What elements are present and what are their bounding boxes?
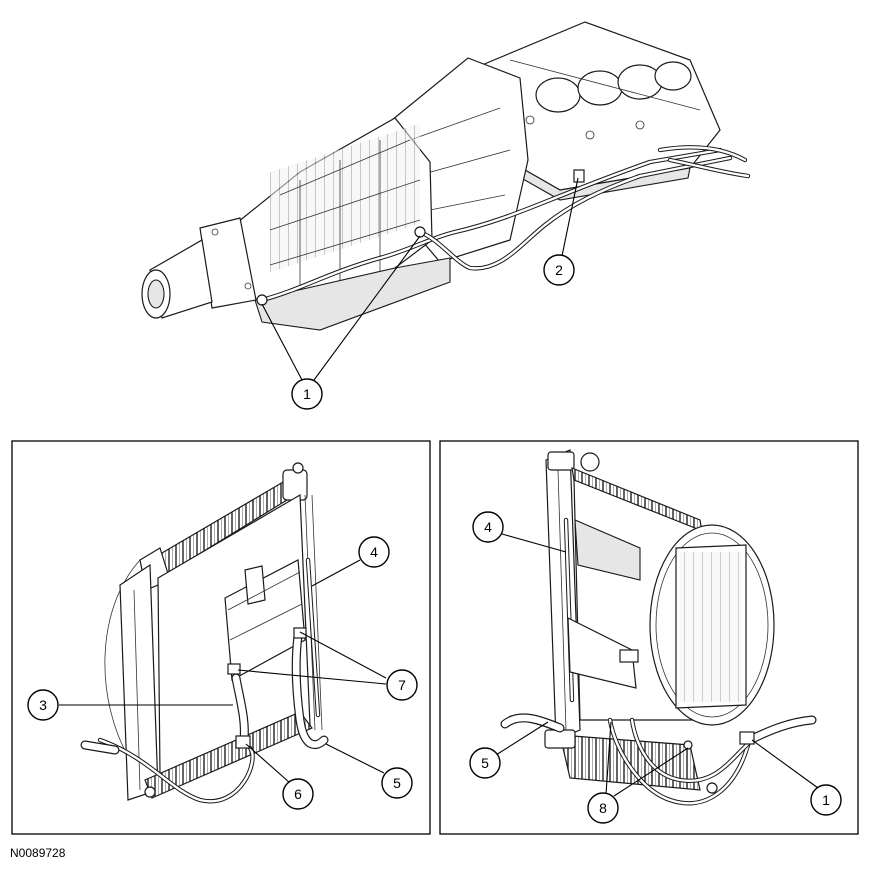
callout-circle (27, 689, 59, 721)
callout-circle (469, 747, 501, 779)
callout-right-8-group: 8 (587, 721, 689, 824)
callout-right-1-group: 1 (751, 739, 842, 816)
radiator-rear-view (500, 449, 817, 806)
leader-line (501, 533, 567, 553)
leader-line (311, 559, 361, 587)
transmission-assembly (141, 21, 751, 331)
transmission-oil-cooler (224, 559, 306, 681)
callout-right-4-group: 4 (472, 511, 567, 553)
transmission-case (237, 117, 433, 301)
callout-circle (282, 778, 314, 810)
right-detail-panel (439, 440, 859, 835)
transmission-cooler-tubes (256, 145, 751, 306)
callout-label: 5 (393, 775, 401, 791)
callout-label: 5 (481, 755, 489, 771)
leader-line (261, 303, 303, 381)
callout-circle (543, 254, 575, 286)
engine-block (469, 21, 721, 201)
callout-label: 1 (303, 386, 311, 402)
callout-label: 4 (484, 519, 492, 535)
leader-line (237, 669, 387, 685)
callout-circle (291, 378, 323, 410)
leader-line (751, 739, 819, 789)
leader-line (299, 631, 387, 679)
callout-label: 8 (599, 800, 607, 816)
left-detail-panel (11, 440, 431, 835)
callout-circle (810, 784, 842, 816)
callout-label: 3 (39, 697, 47, 713)
callout-label: 6 (294, 786, 302, 802)
callout-label: 4 (370, 544, 378, 560)
callout-left-5-group: 5 (325, 743, 413, 799)
callout-circle (358, 536, 390, 568)
callout-top-1-group: 1 (261, 235, 421, 410)
figure-id: N0089728 (10, 846, 66, 860)
leader-line (605, 721, 612, 795)
callout-label: 2 (555, 262, 563, 278)
callout-label: 1 (822, 792, 830, 808)
leader-line (245, 743, 291, 784)
radiator-front-view (80, 462, 329, 804)
callout-left-4-group: 4 (311, 536, 390, 587)
extension-housing (141, 217, 257, 319)
leader-line (495, 721, 549, 756)
leader-line (313, 235, 421, 381)
callout-left-7-group: 7 (237, 631, 418, 701)
callout-circle (472, 511, 504, 543)
callout-circle (386, 669, 418, 701)
callout-left-6-group: 6 (245, 743, 314, 810)
callout-circle (381, 767, 413, 799)
leader-line (325, 743, 385, 774)
transmission-oil-pan (254, 257, 451, 331)
callout-circle (587, 792, 619, 824)
callout-right-5-group: 5 (469, 721, 549, 779)
callout-label: 7 (398, 677, 406, 693)
leader-line (561, 177, 579, 257)
callout-top-2-group: 2 (543, 177, 579, 286)
callout-left-3-group: 3 (27, 689, 233, 721)
leader-line (613, 747, 689, 797)
fan-shroud-edge (104, 559, 141, 761)
